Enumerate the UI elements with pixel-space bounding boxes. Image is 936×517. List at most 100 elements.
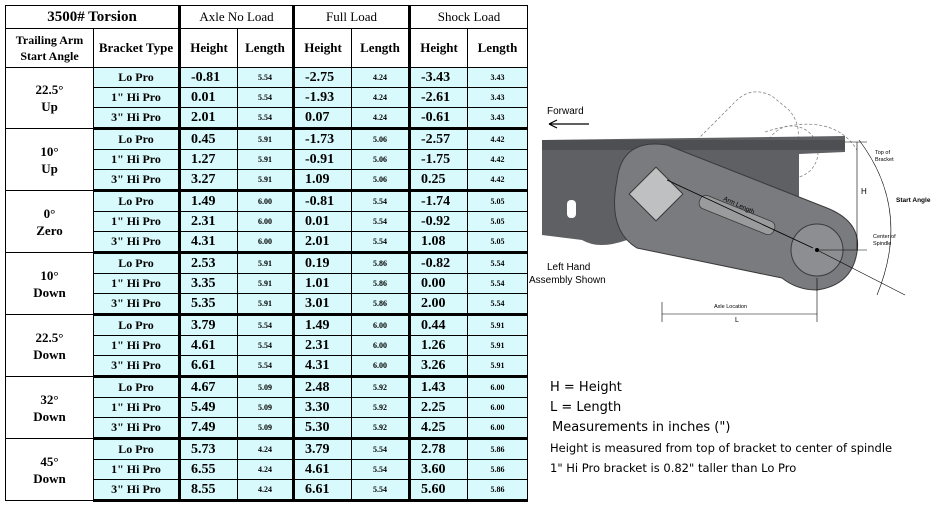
full-load-length-cell: 5.06 — [350, 128, 411, 150]
full-load-length-cell: 5.54 — [350, 211, 411, 232]
angle-value: 45° — [40, 453, 59, 469]
shock-load-length-cell: 5.91 — [467, 355, 529, 378]
shock-load-length-cell: 5.86 — [467, 479, 529, 502]
full-load-length-cell: 4.24 — [350, 87, 411, 108]
note-units: Measurements in inches (") — [552, 420, 731, 435]
shock-load-height-cell: -1.75 — [408, 149, 469, 170]
notes-block: H = Height L = Length Measurements in in… — [550, 378, 892, 478]
shock-load-length-cell: 4.42 — [467, 128, 529, 150]
full-load-length-cell: 6.00 — [350, 335, 411, 356]
no-load-length-cell: 5.91 — [237, 149, 294, 170]
shock-load-length-cell: 5.91 — [467, 335, 529, 356]
no-load-length-cell: 5.91 — [237, 169, 294, 192]
bracket-type-cell: Lo Pro — [93, 252, 180, 274]
full-load-height-cell: 2.01 — [292, 231, 352, 254]
left-hand-line2: Assembly Shown — [529, 275, 606, 286]
full-load-height-cell: -1.93 — [292, 87, 352, 108]
no-load-height-cell: 0.45 — [178, 128, 238, 150]
full-load-length-cell: 5.86 — [350, 273, 411, 294]
full-load-length-cell: 5.92 — [350, 376, 411, 398]
full-load-length-cell: 6.00 — [350, 314, 411, 336]
shock-load-length-cell: 5.54 — [467, 273, 529, 294]
start-angle-label: Start Angle — [896, 197, 931, 204]
full-load-height-cell: 0.01 — [292, 211, 352, 232]
shock-load-height-cell: 0.44 — [408, 314, 469, 336]
shock-load-length-cell: 6.00 — [467, 397, 529, 418]
no-load-height-cell: 2.01 — [178, 107, 238, 130]
no-load-length-cell: 5.09 — [237, 417, 294, 440]
no-load-length-cell: 6.00 — [237, 211, 294, 232]
shock-load-height-cell: -2.57 — [408, 128, 469, 150]
no-load-height-cell: 4.67 — [178, 376, 238, 398]
angle-direction: Zero — [36, 222, 63, 238]
start-angle-cell: 22.5°Up — [5, 67, 94, 129]
full-load-length-cell: 6.00 — [350, 355, 411, 378]
no-load-height-cell: 2.53 — [178, 252, 238, 274]
bracket-type-cell: Lo Pro — [93, 128, 180, 150]
full-load-length-cell: 5.54 — [350, 459, 411, 480]
shock-load-length-cell: 5.91 — [467, 314, 529, 336]
bracket-type-cell: Lo Pro — [93, 376, 180, 398]
no-load-height-cell: 2.31 — [178, 211, 238, 232]
bracket-type-cell: 3" Hi Pro — [93, 355, 180, 378]
center-of-spindle-line1: Center of — [873, 234, 896, 240]
angle-direction: Down — [33, 408, 66, 424]
l-label: L — [735, 317, 739, 324]
shock-load-height-cell: 3.60 — [408, 459, 469, 480]
shock-load-height-cell: 1.43 — [408, 376, 469, 398]
mounting-slot — [567, 200, 576, 218]
no-load-height-cell: 1.27 — [178, 149, 238, 170]
note-height-measured: Height is measured from top of bracket t… — [550, 441, 893, 455]
raised-arm-outline — [696, 91, 799, 146]
angle-direction: Down — [33, 284, 66, 300]
angle-direction: Down — [33, 470, 66, 486]
shock-load-height-cell: 2.78 — [408, 438, 469, 460]
full-load-length-cell: 5.86 — [350, 252, 411, 274]
shock-load-height-cell: 5.60 — [408, 479, 469, 502]
no-load-length-cell: 5.09 — [237, 397, 294, 418]
no-load-height-cell: 3.27 — [178, 169, 238, 192]
shock-load-height-cell: 4.25 — [408, 417, 469, 440]
shock-load-length-cell: 4.42 — [467, 169, 529, 192]
full-load-height-cell: 5.30 — [292, 417, 352, 440]
shock-load-length-cell: 5.86 — [467, 459, 529, 480]
bracket-type-cell: Lo Pro — [93, 190, 180, 212]
shock-load-length-cell: 5.05 — [467, 211, 529, 232]
shock-load-height-cell: 1.08 — [408, 231, 469, 254]
full-load-length-cell: 5.86 — [350, 293, 411, 316]
arm-length-line — [666, 179, 814, 249]
bracket-type-cell: 1" Hi Pro — [93, 211, 180, 232]
shock-load-height-cell: 1.26 — [408, 335, 469, 356]
full-load-height-cell: 0.07 — [292, 107, 352, 130]
no-load-length-cell: 4.24 — [237, 459, 294, 480]
full-load-height-cell: -0.91 — [292, 149, 352, 170]
no-load-length-cell: 5.54 — [237, 335, 294, 356]
angle-value: 10° — [40, 267, 59, 283]
no-load-length-cell: 5.54 — [237, 107, 294, 130]
full-load-height-cell: 2.31 — [292, 335, 352, 356]
group-header-full-load: Full Load — [291, 5, 411, 29]
start-angle-cell: 0°Zero — [5, 190, 94, 253]
full-load-height-cell: 1.01 — [292, 273, 352, 294]
no-load-length-cell: 5.91 — [237, 252, 294, 274]
no-load-height-cell: 4.61 — [178, 335, 238, 356]
top-of-bracket-label: Top of Bracket — [875, 150, 894, 163]
no-load-length-cell: 5.54 — [237, 67, 294, 88]
shock-load-length-cell: 6.00 — [467, 417, 529, 440]
no-load-height-cell: 8.55 — [178, 479, 238, 502]
start-angle-ray — [816, 249, 906, 296]
full-load-height-cell: 6.61 — [292, 479, 352, 502]
start-angle-cell: 45°Down — [5, 438, 94, 501]
forward-arrow-icon — [548, 119, 589, 129]
full-load-height-cell: 0.19 — [292, 252, 352, 274]
